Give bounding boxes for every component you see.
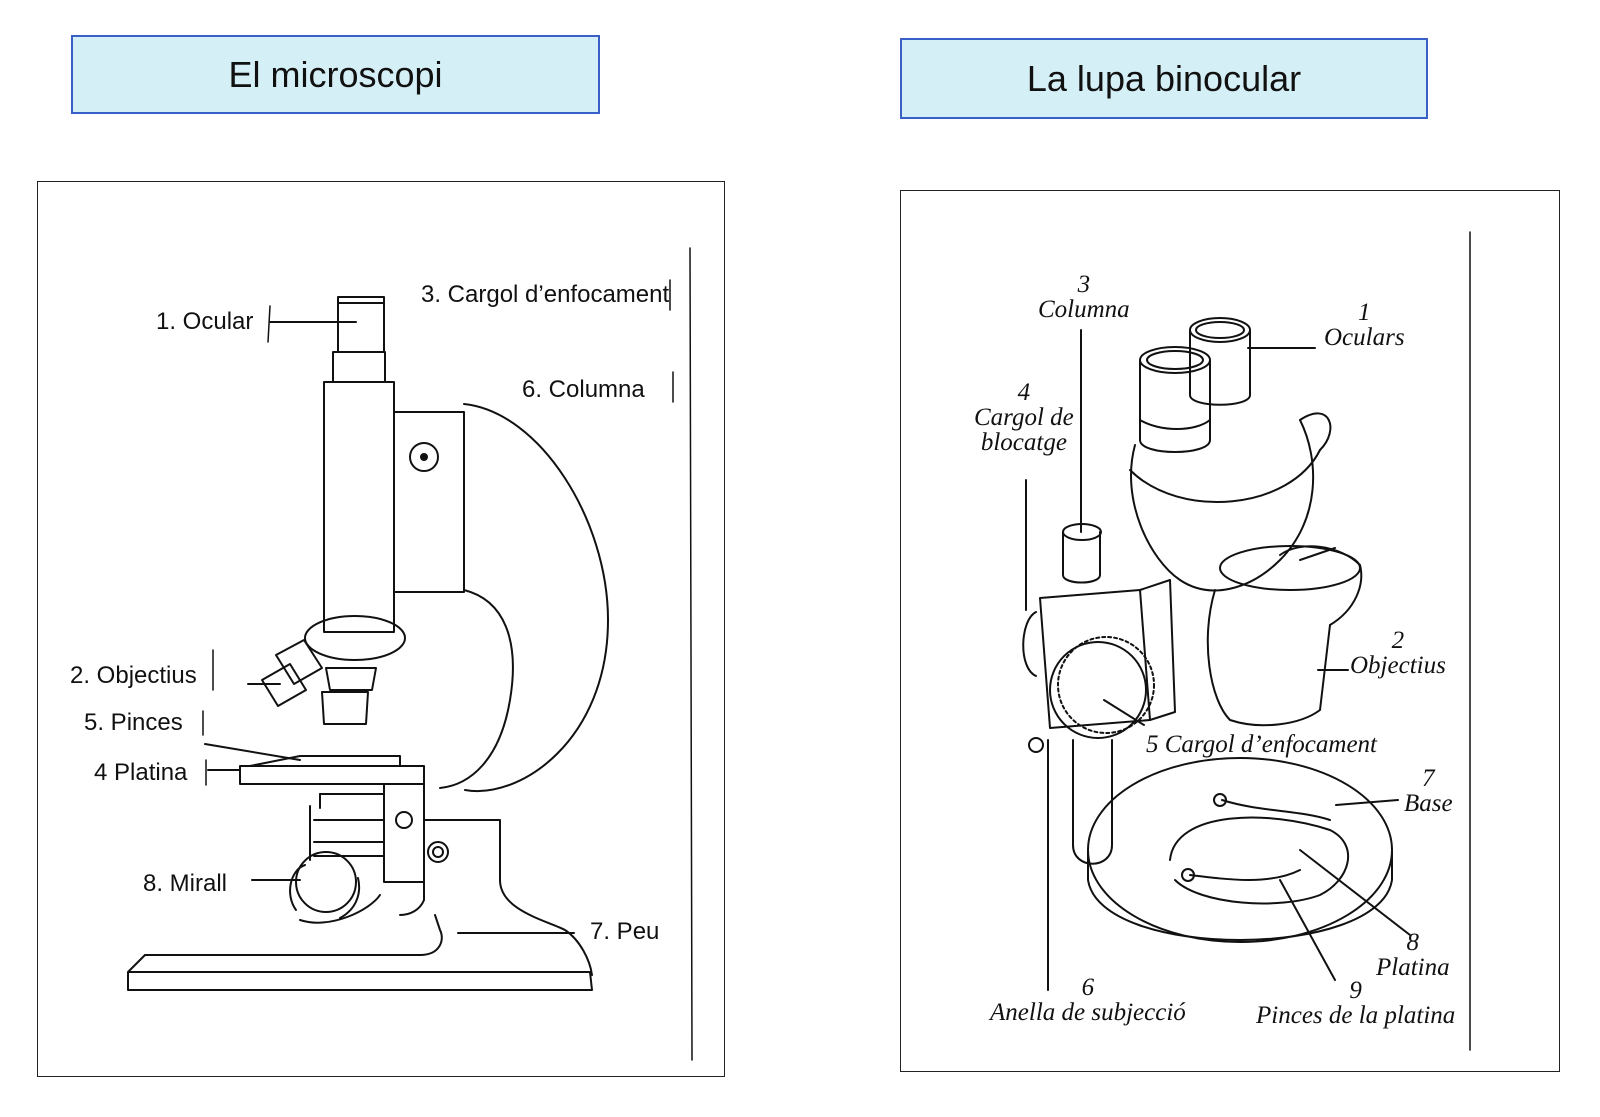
label-oculars: 1 Oculars [1324,299,1405,351]
label-loupe-cargol-enfocament: 5 Cargol d’enfocament [1146,731,1377,758]
label-loupe-platina: 8 Platina [1376,929,1450,981]
label-columna: 6. Columna [522,376,645,403]
label-anella: 6 Anella de subjecció [990,974,1186,1026]
label-base: 7 Base [1404,765,1453,817]
label-pinces: 5. Pinces [84,709,183,736]
label-platina: 4 Platina [94,759,188,786]
label-loupe-pinces: 9 Pinces de la platina [1256,977,1456,1029]
microscope-title: El microscopi [71,35,600,114]
label-loupe-columna: 3 Columna [1038,271,1130,323]
microscope-drawing [127,247,693,1061]
label-cargol-blocatge: 4 Cargol de blocatge [974,379,1074,456]
microscope-panel [37,181,725,1077]
label-ocular: 1. Ocular [156,308,254,335]
label-peu: 7. Peu [590,918,660,945]
label-loupe-objectius: 2 Objectius [1350,627,1446,679]
loupe-drawing [1022,231,1471,1051]
label-mirall: 8. Mirall [143,870,228,897]
label-objectius: 2. Objectius [70,662,197,689]
label-cargol-enfocament: 3. Cargol d’enfocament [421,281,670,308]
loupe-title: La lupa binocular [900,38,1428,119]
